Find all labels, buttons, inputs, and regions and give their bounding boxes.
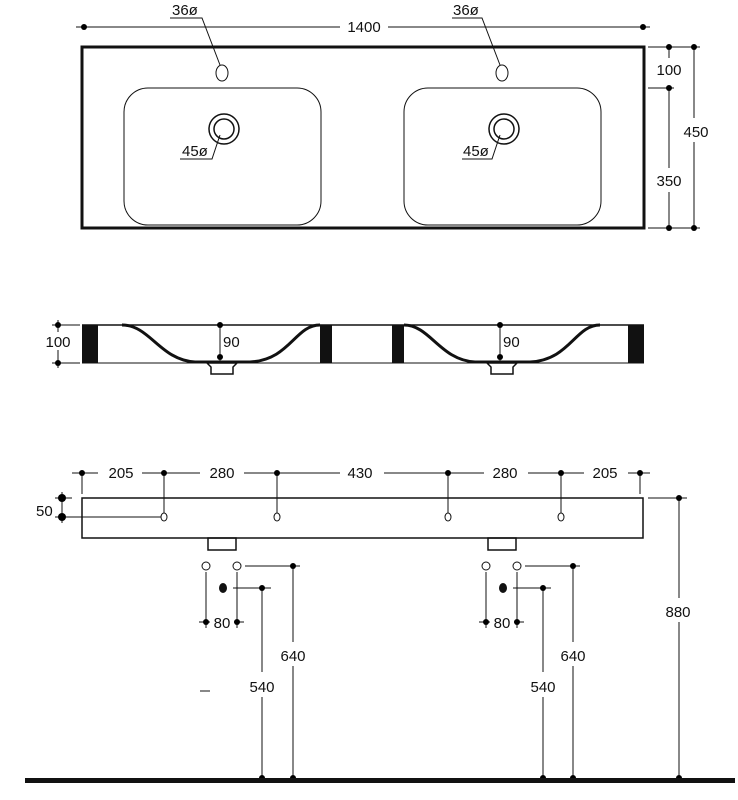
section-wall	[320, 325, 332, 363]
section-height-label: 100	[45, 334, 70, 351]
dimension-dot	[676, 495, 682, 501]
pipe-spacing-right-label: 80	[494, 615, 511, 632]
spacing-label: 205	[592, 465, 617, 482]
drain-left-label: 45ø	[182, 143, 208, 160]
drain-section-left	[205, 362, 239, 375]
countertop-front	[81, 497, 644, 539]
countertop-outline	[80, 45, 646, 230]
drain-right-inner	[493, 118, 515, 140]
total-height-label: 880	[665, 604, 690, 621]
drain-outlet-left	[207, 537, 237, 551]
supply-height-left-label: 640	[280, 648, 305, 665]
tap-hole-left-label: 36ø	[172, 2, 198, 19]
leader-line	[452, 17, 501, 66]
spacing-label: 205	[108, 465, 133, 482]
basin-depth-left-label: 90	[223, 334, 240, 351]
tap-hole-left	[215, 64, 229, 82]
drain-right-label: 45ø	[463, 143, 489, 160]
plumbing-left	[199, 561, 300, 781]
label-bgs	[98, 464, 628, 482]
floor-line	[25, 778, 735, 783]
depth-total-label: 450	[683, 124, 708, 141]
basin-profile-left	[121, 323, 321, 364]
spacing-label: 280	[492, 465, 517, 482]
section-wall	[82, 325, 98, 363]
drain-outlet-right	[487, 537, 517, 551]
depth-basin-label: 350	[656, 173, 681, 190]
fixing-holes	[160, 512, 565, 522]
hole-offset-label: 50	[36, 503, 53, 520]
waste-height-left-label: 540	[249, 679, 274, 696]
label-bg	[40, 332, 76, 350]
section-wall	[628, 325, 644, 363]
supply-height-right-label: 640	[560, 648, 585, 665]
tap-hole-right-label: 36ø	[453, 2, 479, 19]
width-label: 1400	[347, 19, 380, 36]
spacing-label: 430	[347, 465, 372, 482]
label-bg	[210, 613, 234, 631]
dimension-dots	[79, 470, 643, 476]
drain-left-inner	[213, 118, 235, 140]
section-view: 100 90 90	[40, 320, 644, 375]
dimension-dot	[81, 24, 87, 30]
dimension-dots	[666, 44, 697, 231]
plumbing-right	[479, 561, 580, 781]
drain-left-outer	[208, 113, 240, 145]
spacing-label: 280	[209, 465, 234, 482]
basin-profile-right	[403, 323, 601, 364]
top-view: 1400 36ø 36ø 45ø 45ø 100 350 450	[76, 2, 709, 231]
depth-front-label: 100	[656, 62, 681, 79]
dimension-dot	[58, 513, 66, 521]
basin-left	[123, 87, 322, 226]
dimension-dots	[55, 322, 503, 366]
basin-depth-right-label: 90	[503, 334, 520, 351]
basin-right	[403, 87, 602, 226]
dimension-dot	[58, 494, 66, 502]
section-wall	[392, 325, 404, 363]
drain-section-right	[485, 362, 519, 375]
leader-line	[170, 17, 221, 66]
leader-line	[180, 134, 221, 160]
label-bg	[490, 613, 514, 631]
pipe-spacing-left-label: 80	[214, 615, 231, 632]
front-view: 205 280 430 280 205 50	[25, 464, 735, 783]
waste-height-right-label: 540	[530, 679, 555, 696]
dimension-dot	[640, 24, 646, 30]
leader-line	[462, 134, 501, 160]
drain-right-outer	[488, 113, 520, 145]
tap-hole-right	[495, 64, 509, 82]
